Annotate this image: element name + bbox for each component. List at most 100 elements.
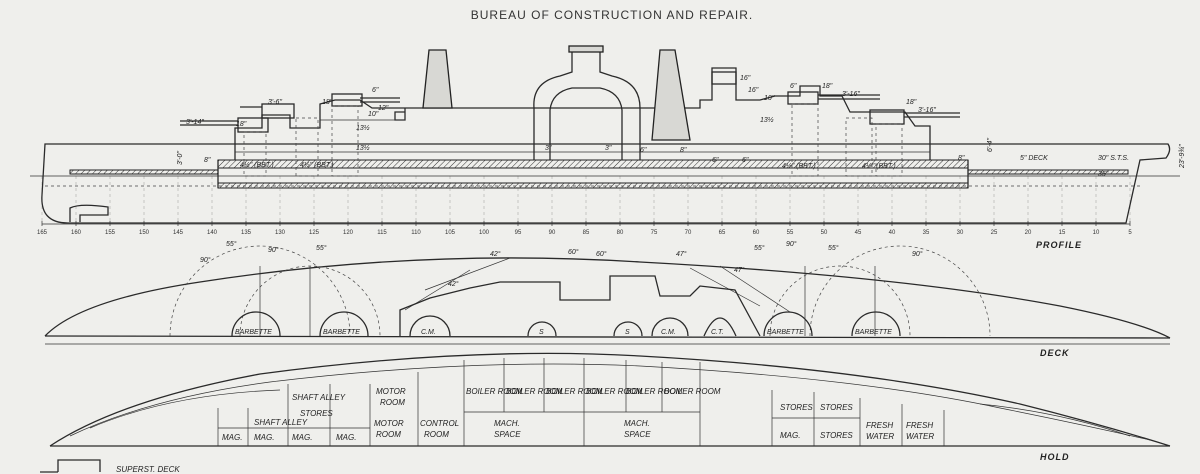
profile-label: 5" DECK <box>1020 155 1048 162</box>
frame-number: 115 <box>377 230 387 236</box>
profile-label: 3'-6" <box>268 99 282 106</box>
profile-label: 6" <box>712 157 719 164</box>
hold-label-space: SPACE <box>624 430 651 439</box>
profile-label: 13½ <box>760 116 774 124</box>
hold-label-stores: STORES <box>820 403 853 412</box>
frame-number: 60 <box>753 230 760 236</box>
deck-label-barbette: BARBETTE <box>767 329 804 336</box>
hold-label-fresh: FRESH <box>866 421 893 430</box>
frame-number: 125 <box>309 230 320 236</box>
profile-superstructure <box>234 67 931 160</box>
profile-label: 13½ <box>356 124 370 132</box>
hold-label-control: CONTROL <box>420 419 459 428</box>
frame-number: 45 <box>855 230 862 236</box>
barbette-circle <box>231 311 281 337</box>
deck-label-s: S <box>625 329 630 336</box>
frame-number: 65 <box>719 230 726 236</box>
hold-label-boiler: BOILER ROOM <box>586 387 643 396</box>
profile-turrets <box>180 71 960 133</box>
frame-number: 75 <box>651 230 658 236</box>
deck-label-s: S <box>539 329 544 336</box>
deck-angle: 55° <box>754 244 765 252</box>
frame-number: 85 <box>583 230 590 236</box>
hold-label-mag: MAG. <box>222 433 242 442</box>
deck-barbettes <box>231 311 901 337</box>
profile-label: 3'-16" <box>918 107 936 114</box>
profile-label: 10" <box>764 95 775 102</box>
frame-number: 110 <box>411 230 421 236</box>
barbette-circle <box>319 311 369 337</box>
frame-number: 155 <box>105 230 116 236</box>
deck-angle: 55° <box>226 240 237 248</box>
deck-arcs-of-fire <box>169 245 991 337</box>
deck-superstructure <box>399 275 761 337</box>
deck-label-barbette: BARBETTE <box>235 329 272 336</box>
frame-number: 95 <box>515 230 522 236</box>
profile-annotations: 3'-14" 3'-6" 18" 6" 12" 10" 13½ 18" 4½" … <box>177 75 1186 178</box>
profile-label: 23'-9¾" <box>1179 144 1186 169</box>
frame-number: 160 <box>71 230 82 236</box>
profile-armor-aft <box>69 169 219 175</box>
frame-number: 145 <box>173 230 184 236</box>
profile-label: 3'-16" <box>842 91 860 98</box>
deck-angle: 47° <box>676 250 687 258</box>
frame-number: 25 <box>991 230 998 236</box>
frame-number: 120 <box>343 230 354 236</box>
profile-label: 18" <box>906 99 917 106</box>
plan-title: BUREAU OF CONSTRUCTION AND REPAIR. <box>471 8 753 22</box>
frame-number: 80 <box>617 230 624 236</box>
hold-label-boiler: BOILER ROOM <box>626 387 683 396</box>
profile-stern-detail <box>69 204 109 222</box>
hold-label-shaft-alley: SHAFT ALLEY <box>292 393 346 402</box>
profile-armor-fwd <box>967 169 1129 175</box>
frame-number: 55 <box>787 230 794 236</box>
profile-label: 35" <box>1098 171 1109 178</box>
profile-label: 16" <box>748 87 759 94</box>
profile-label: 4½" (BBT.) <box>240 161 274 169</box>
profile-label: 6" <box>640 147 647 154</box>
profile-label: 18" <box>322 99 333 106</box>
profile-armor-belt-lower <box>217 182 969 189</box>
profile-label: 8" <box>958 155 965 162</box>
frame-number: 105 <box>445 230 456 236</box>
frame-number: 165 <box>37 230 48 236</box>
deck-label-barbette: BARBETTE <box>855 329 892 336</box>
hold-label-stores: STORES <box>780 403 813 412</box>
deck-angle: 90° <box>268 246 279 254</box>
profile-label: 3'-14" <box>186 119 204 126</box>
hold-label-boiler: BOILER ROOM <box>506 387 563 396</box>
frame-number: 100 <box>479 230 490 236</box>
profile-label: 30" S.T.S. <box>1098 155 1129 162</box>
hold-label-mach: MACH. <box>494 419 520 428</box>
searchlight-circle <box>527 321 557 337</box>
hold-label-boiler: BOILER ROOM <box>466 387 523 396</box>
section-label-hold: HOLD <box>1040 452 1070 462</box>
hold-label-space: SPACE <box>494 430 521 439</box>
hold-label-mag: MAG. <box>780 431 800 440</box>
profile-funnel-aft <box>422 49 453 109</box>
deck-angle: 60° <box>568 248 579 256</box>
hold-outline <box>49 352 1171 447</box>
cm-circle <box>409 315 451 337</box>
profile-label: 18" <box>822 83 833 90</box>
frame-number: 150 <box>139 230 150 236</box>
profile-label: 3" <box>545 145 552 152</box>
legend-label: SUPERST. DECK <box>116 465 180 474</box>
profile-funnel-fwd <box>651 49 691 141</box>
hold-compartment-dividers <box>217 358 945 446</box>
profile-label: 6" <box>790 83 797 90</box>
deck-angle: 55° <box>828 244 839 252</box>
profile-label: 4½" (BBT.) <box>300 161 334 169</box>
frame-number: 135 <box>241 230 252 236</box>
hold-label-mag: MAG. <box>336 433 356 442</box>
deck-centerline <box>44 335 1171 339</box>
profile-label: 13½ <box>356 144 370 152</box>
profile-label: 6'-4" <box>987 138 994 152</box>
deck-angle: 47° <box>734 266 745 274</box>
deck-label-ct: C.T. <box>711 329 724 336</box>
profile-label: 3" <box>605 145 612 152</box>
deck-angle: 90° <box>200 256 211 264</box>
